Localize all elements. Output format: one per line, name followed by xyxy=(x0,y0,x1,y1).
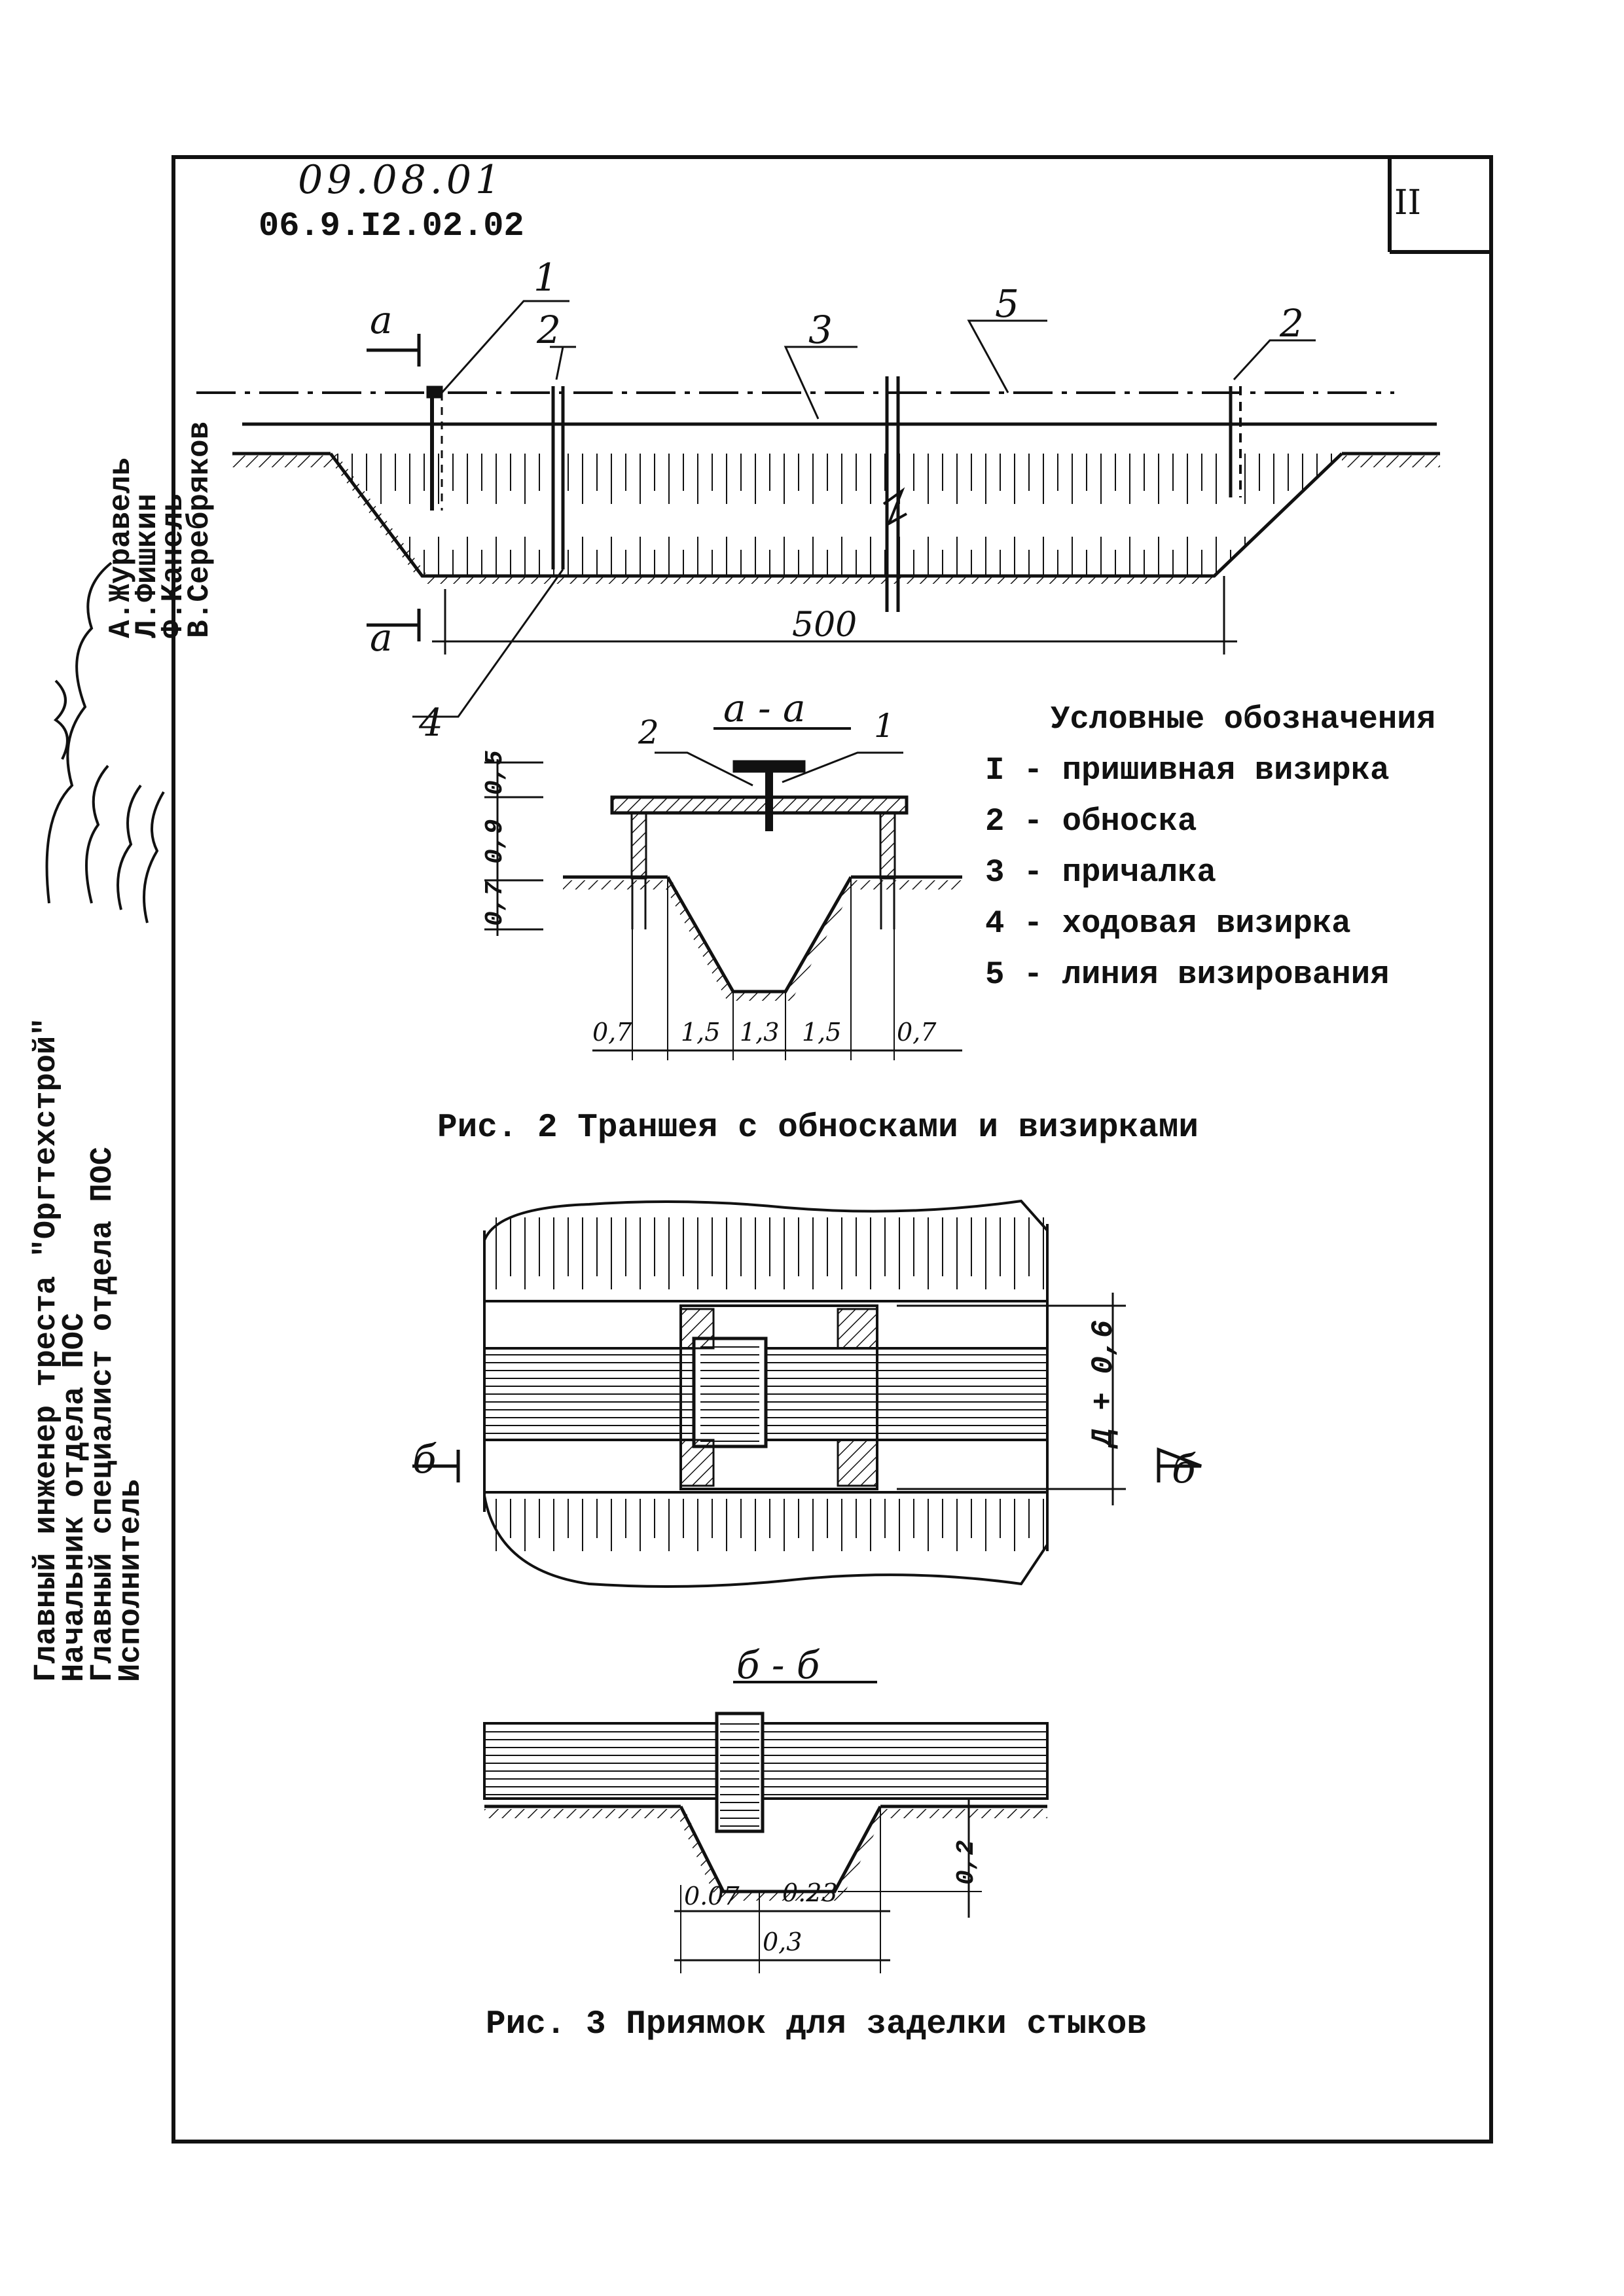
role-3: Главный специалист отдела ПОС xyxy=(86,1147,120,1682)
section-a-a-title: а - а xyxy=(723,686,806,730)
hdim-4: 0,7 xyxy=(897,1018,937,1047)
sheet-number: II xyxy=(1394,183,1422,223)
role-4: Исполнитель xyxy=(114,1479,149,1682)
batter-board xyxy=(610,795,909,815)
fig2-trench-longitudinal xyxy=(196,300,1440,718)
legend-item-5: 5 - линия визирования xyxy=(985,956,1390,993)
section-mark-label-a-bottom: а xyxy=(370,615,393,660)
callout-5: 5 xyxy=(995,281,1019,326)
section-mark-label-b-left: б xyxy=(412,1437,437,1482)
callout-4: 4 xyxy=(419,700,443,745)
section-mark-label-a-top: а xyxy=(370,298,393,342)
leader-5 xyxy=(967,319,1047,393)
fig3-section-b-b xyxy=(483,1681,1049,1973)
leader-2-left xyxy=(550,346,576,380)
callout-2-right: 2 xyxy=(1280,301,1304,346)
legend-item-4: 4 - ходовая визирка xyxy=(985,905,1351,942)
length-label: 500 xyxy=(792,605,857,645)
title-block-roles: Главный инженер треста "Оргтехстрой" Нач… xyxy=(29,1017,149,1682)
figure-3-caption: Рис. 3 Приямок для заделки стыков xyxy=(486,2006,1147,2043)
section-mark-a-bottom xyxy=(367,609,421,641)
leader-1 xyxy=(441,300,569,393)
callout-2-left: 2 xyxy=(537,308,561,352)
leader-4 xyxy=(412,569,564,718)
callout-1: 1 xyxy=(533,255,558,300)
title-block-names: А.Журавель Л.Фишкин Ф.Канель В.Серебряко… xyxy=(104,421,217,638)
section-mark-label-b-right: б xyxy=(1172,1446,1196,1492)
hdim-3: 1,5 xyxy=(802,1018,842,1047)
fig3-pit-plan xyxy=(412,1199,1202,1588)
name-4: В.Серебряков xyxy=(183,421,217,638)
dim-0-2: 0,2 xyxy=(952,1840,981,1885)
hdim-1: 1,5 xyxy=(681,1018,721,1047)
section-mark-b-left xyxy=(412,1450,460,1482)
callout-3: 3 xyxy=(808,308,833,352)
dim-0-23: 0.23 xyxy=(782,1878,838,1907)
trench-profile xyxy=(329,452,1343,578)
fig2-section-a-a xyxy=(484,727,962,1060)
legend-item-2: 2 - обноска xyxy=(985,803,1197,840)
figure-2-caption: Рис. 2 Траншея с обносками и визирками xyxy=(437,1109,1199,1147)
vdim-0-5: 0,5 xyxy=(481,750,509,795)
section-b-b-title: б - б xyxy=(736,1643,820,1687)
vdim-0-9: 0,9 xyxy=(481,819,509,864)
hdim-0: 0,7 xyxy=(592,1018,632,1047)
document-codes: 09.08.01 06.9.I2.02.02 xyxy=(259,157,524,245)
signatures xyxy=(45,562,165,924)
width-dimension-label: Д + 0,6 xyxy=(1087,1319,1121,1446)
leader-3 xyxy=(784,346,857,420)
legend-item-3: 3 - причалка xyxy=(985,854,1216,891)
pipe-section xyxy=(483,1722,1049,1800)
hdim-2: 1,3 xyxy=(740,1018,780,1047)
code-printed: 06.9.I2.02.02 xyxy=(259,207,524,245)
sheet-frame xyxy=(171,155,1493,2144)
section-mark-a-top xyxy=(367,334,421,367)
vdim-0-7: 0,7 xyxy=(481,881,509,926)
role-1: Главный инженер треста "Оргтехстрой" xyxy=(29,1017,64,1682)
legend: Условные обозначения I - пришивная визир… xyxy=(985,694,1435,1000)
section-callout-1: 1 xyxy=(874,707,895,745)
code-handwritten: 09.08.01 xyxy=(298,157,505,203)
section-mark-b-right xyxy=(1157,1447,1202,1482)
leader-2-right xyxy=(1233,339,1316,381)
legend-item-1: I - пришивная визирка xyxy=(985,752,1390,789)
legend-title: Условные обозначения xyxy=(1051,701,1436,738)
dim-0-3: 0,3 xyxy=(763,1928,803,1956)
section-callout-2: 2 xyxy=(638,713,659,751)
dim-0-07: 0.07 xyxy=(684,1882,740,1910)
role-2: Начальник отдела ПОС xyxy=(58,1312,92,1682)
